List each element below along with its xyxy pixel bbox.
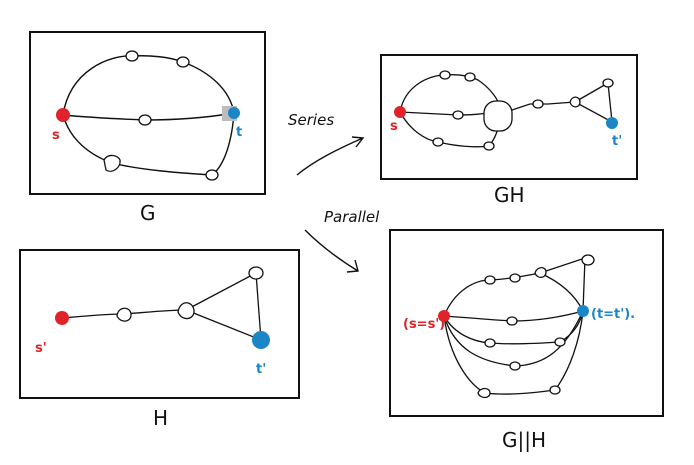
- graph-gparh-edges: [443, 257, 586, 395]
- h-label-s: s': [35, 341, 47, 356]
- sink-node-t: [228, 107, 240, 119]
- graph-h-nodes: [116, 266, 264, 322]
- gh-sink-node: [606, 117, 618, 129]
- gparh-source-node: [438, 310, 450, 322]
- gh-label-s: s: [390, 119, 398, 134]
- panel-gparh-frame: [389, 229, 664, 417]
- h-sink-node: [252, 331, 270, 349]
- gh-label-t: t': [612, 134, 622, 149]
- caption-gparh: G||H: [502, 428, 546, 452]
- panel-gh: s t' GH: [380, 54, 638, 207]
- graph-gparh-nodes: [477, 254, 595, 399]
- panel-h-frame: [19, 249, 300, 399]
- panel-g-frame: [29, 31, 266, 195]
- parallel-arrow-head: [346, 259, 359, 273]
- panel-g: s t G: [29, 31, 266, 225]
- caption-g: G: [140, 201, 156, 225]
- label-s: s: [52, 128, 60, 143]
- panel-h: s' t' H: [19, 249, 300, 430]
- gh-source-node: [394, 106, 406, 118]
- caption-gh: GH: [494, 183, 525, 207]
- caption-h: H: [153, 406, 168, 430]
- series-label: Series: [288, 111, 334, 129]
- series-arrow: Series: [288, 111, 365, 176]
- parallel-label: Parallel: [324, 208, 380, 226]
- gparh-sink-node: [577, 305, 589, 317]
- gparh-label-s: (s=s'): [403, 317, 445, 332]
- graph-gh-nodes: [432, 70, 614, 151]
- graph-h-edges: [62, 271, 262, 341]
- series-arrow-head: [351, 136, 365, 148]
- series-arrow-line: [296, 137, 364, 176]
- graph-g-nodes: [103, 50, 219, 181]
- label-t: t: [236, 125, 242, 140]
- h-source-node: [55, 311, 69, 325]
- parallel-arrow: Parallel: [304, 208, 380, 273]
- panel-gparh: (s=s') (t=t'). G||H: [389, 229, 664, 452]
- panel-gh-frame: [380, 54, 638, 180]
- source-node-s: [56, 108, 70, 122]
- parallel-arrow-line: [304, 229, 359, 272]
- h-label-t: t': [256, 362, 266, 377]
- gparh-label-t: (t=t').: [591, 307, 635, 322]
